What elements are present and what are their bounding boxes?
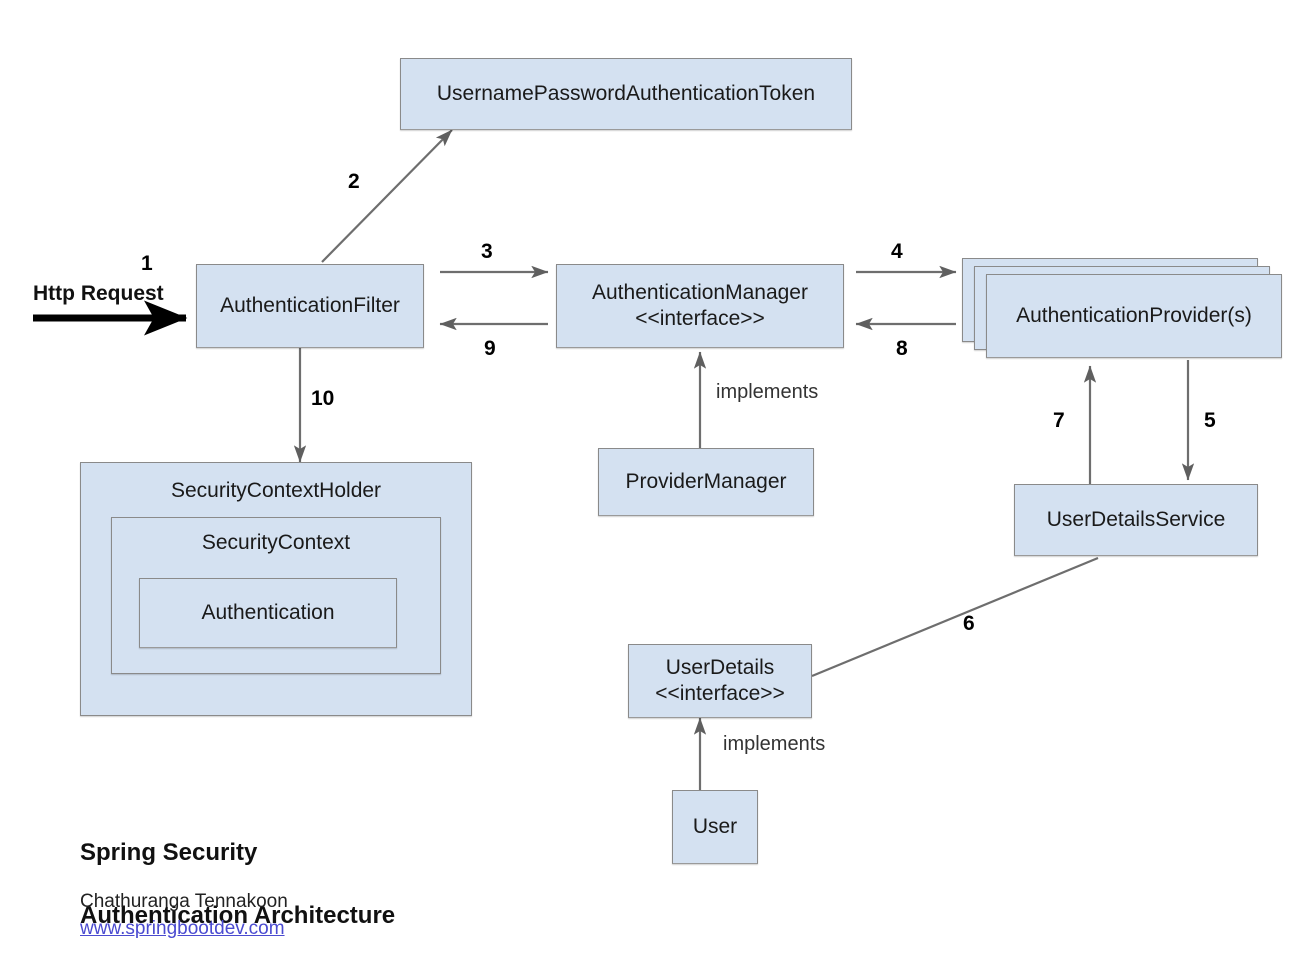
edge-label-8: 8 [896,337,908,360]
website-link[interactable]: www.springbootdev.com [80,918,285,939]
edge-label-10: 10 [311,387,335,410]
edge-label-9: 9 [484,337,496,360]
node-label: User [692,815,738,839]
node-label: SecurityContextHolder [170,479,382,502]
node-authentication-provider[interactable]: AuthenticationProvider(s) [986,274,1282,358]
node-label: UserDetailsService [1046,508,1226,532]
diagram-title-line1: Spring Security [80,839,258,867]
edge-label-6: 6 [963,612,975,635]
node-label: Authentication [201,601,335,625]
node-label: UsernamePasswordAuthenticationToken [436,82,816,106]
edge-label-7: 7 [1053,409,1065,432]
node-authentication-filter[interactable]: AuthenticationFilter [196,264,424,348]
edge-6 [811,556,1099,678]
node-authentication-manager[interactable]: AuthenticationManager <<interface>> [556,264,844,348]
edge-label-3: 3 [481,240,493,263]
node-provider-manager[interactable]: ProviderManager [598,448,814,516]
node-label: ProviderManager [625,470,787,494]
node-label: AuthenticationProvider(s) [1016,304,1252,328]
implements-label-manager: implements [716,381,819,403]
author-name: Chathuranga Tennakoon [80,891,288,912]
edge-label-1: 1 [141,252,153,275]
http-request-label: Http Request [33,282,164,305]
node-label: AuthenticationFilter [220,294,400,318]
edge-label-4: 4 [891,240,903,263]
node-user-details-service[interactable]: UserDetailsService [1014,484,1258,556]
diagram-title: Spring Security Authentication Architect… [80,806,395,931]
node-user[interactable]: User [672,790,758,864]
diagram-title-line2: Authentication Architecture [80,901,396,929]
node-label: SecurityContext [201,531,351,554]
node-user-details[interactable]: UserDetails <<interface>> [628,644,812,718]
implements-label-user: implements [723,733,826,755]
node-authentication[interactable]: Authentication [139,578,397,648]
edge-label-5: 5 [1204,409,1216,432]
node-username-password-authentication-token[interactable]: UsernamePasswordAuthenticationToken [400,58,852,130]
edge-2 [321,129,453,263]
node-label: UserDetails <<interface>> [655,656,785,705]
edge-label-2: 2 [348,170,360,193]
node-label: AuthenticationManager <<interface>> [592,281,808,330]
